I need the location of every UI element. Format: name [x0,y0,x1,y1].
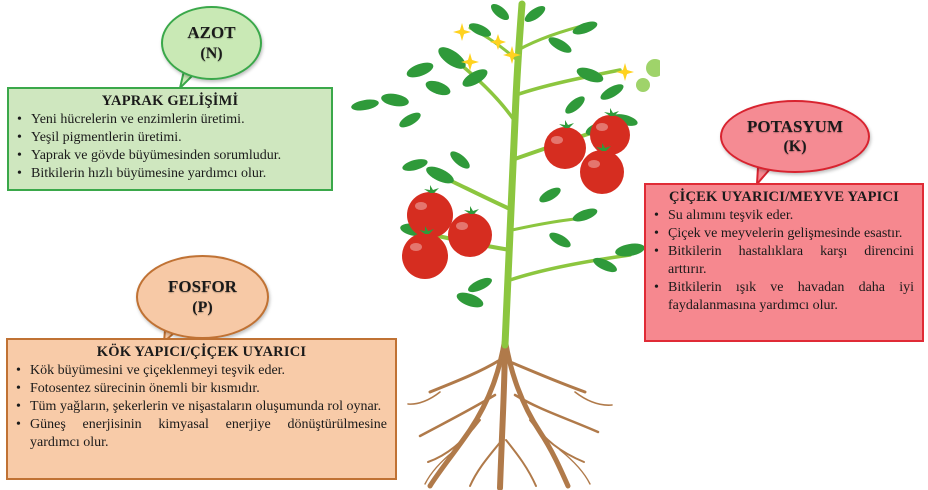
phosphorus-bubble: FOSFOR (P) [136,255,269,339]
list-item: Bitkilerin ışık ve havadan daha iyi fayd… [668,279,914,315]
list-item: Yeni hücrelerin ve enzimlerin üretimi. [31,111,323,129]
potassium-list: Su alımını teşvik eder. Çiçek ve meyvele… [654,207,914,315]
list-item: Fotosentez sürecinin önemli bir kısmıdır… [30,380,387,398]
list-item: Bitkilerin hastalıklara karşı direncini … [668,243,914,279]
list-item: Bitkilerin hızlı büyümesine yardımcı olu… [31,165,323,183]
list-item: Yaprak ve gövde büyümesinden sorumludur. [31,147,323,165]
list-item: Su alımını teşvik eder. [668,207,914,225]
phosphorus-heading: KÖK YAPICI/ÇİÇEK UYARICI [16,343,387,361]
phosphorus-list: Kök büyümesini ve çiçeklenmeyi teşvik ed… [16,362,387,452]
phosphorus-name: FOSFOR [168,276,237,297]
potassium-symbol: (K) [783,137,806,157]
potassium-bubble: POTASYUM (K) [720,100,870,173]
nitrogen-panel: YAPRAK GELİŞİMİ Yeni hücrelerin ve enzim… [7,87,333,191]
nitrogen-symbol: (N) [200,44,222,64]
phosphorus-panel: KÖK YAPICI/ÇİÇEK UYARICI Kök büyümesini … [6,338,397,480]
list-item: Çiçek ve meyvelerin gelişmesinde esastır… [668,225,914,243]
list-item: Tüm yağların, şekerlerin ve nişastaların… [30,398,387,416]
nitrogen-bubble: AZOT (N) [161,6,262,80]
roots [408,338,612,488]
potassium-heading: ÇİÇEK UYARICI/MEYVE YAPICI [654,188,914,206]
list-item: Kök büyümesini ve çiçeklenmeyi teşvik ed… [30,362,387,380]
phosphorus-symbol: (P) [192,298,212,318]
list-item: Yeşil pigmentlerin üretimi. [31,129,323,147]
nitrogen-name: AZOT [187,22,235,43]
nitrogen-heading: YAPRAK GELİŞİMİ [17,92,323,110]
potassium-panel: ÇİÇEK UYARICI/MEYVE YAPICI Su alımını te… [644,183,924,342]
potassium-name: POTASYUM [747,116,843,137]
nitrogen-list: Yeni hücrelerin ve enzimlerin üretimi. Y… [17,111,323,183]
list-item: Güneş enerjisinin kimyasal enerjiye dönü… [30,416,387,452]
